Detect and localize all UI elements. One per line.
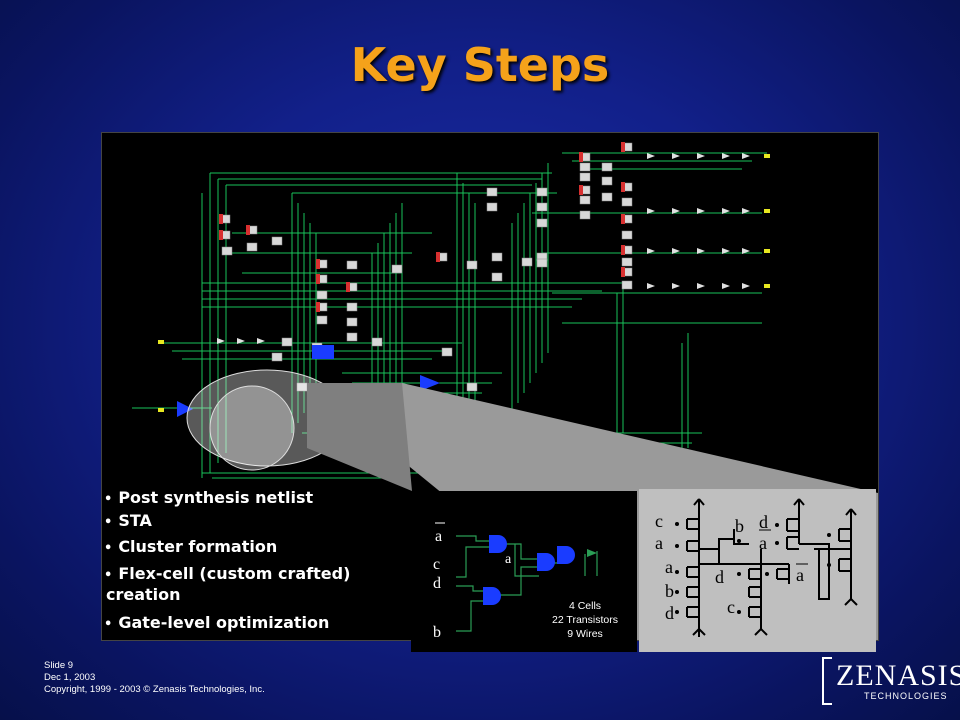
logo-bracket [822,657,832,705]
bullet-cluster-formation: •Cluster formation [104,537,278,556]
gate-level-inset: a c d b a 4 Cells 22 Transistors 9 Wires [411,491,637,652]
trans-label-d-2: d [665,603,674,623]
trans-label-a-bar: a [759,533,767,553]
wire-count: 9 Wires [567,628,603,640]
logo-brand: ZENASIS [836,659,960,692]
bullet-dot: • [104,541,113,556]
cell-count: 4 Cells [568,600,602,612]
copyright: Copyright, 1999 - 2003 © Zenasis Technol… [44,684,265,695]
bullet-dot: • [104,515,113,530]
trans-label-c: c [655,511,663,531]
trans-label-a: a [655,533,663,553]
trans-label-d-3: d [715,567,724,587]
slide-footer: Slide 9 Dec 1, 2003 Copyright, 1999 - 20… [44,660,265,696]
gate-stats: 4 Cells 22 Transistors 9 Wires [541,599,629,641]
bullet-post-synthesis: •Post synthesis netlist [104,488,314,507]
gate-input-d: d [433,575,441,592]
zenasis-logo: ZENASIS TECHNOLOGIES [822,655,960,715]
transistor-diagram: c a b d a a b d d c a [655,498,858,637]
slide-title: Key Steps [350,38,610,92]
transistor-level-inset: c a b d a a b d d c a [639,489,876,652]
logo-tagline: TECHNOLOGIES [864,691,948,701]
trans-label-c-2: c [727,597,735,617]
bullet-dot: • [104,492,113,507]
trans-label-d: d [759,512,768,532]
transistor-count: 22 Transistors [552,614,618,626]
slide-number: Slide 9 [44,660,74,671]
trans-label-b-2: b [665,581,674,601]
gate-diagram: a c d b a [433,522,598,641]
negation-bars [759,529,808,565]
gate-input-c: c [433,556,440,573]
bullet-gate-level-optimization: •Gate-level optimization [104,613,330,632]
gate-input-b: b [433,624,441,641]
bullet-flex-cell-continued: creation [106,585,181,604]
gate-input-a: a [435,528,442,545]
bullet-sta: •STA [104,511,152,530]
slide-date: Dec 1, 2003 [44,672,96,683]
bullet-flex-cell: •Flex-cell (custom crafted) [104,564,351,583]
trans-label-b: b [735,516,744,536]
gate-internal-a: a [505,552,512,567]
bullet-dot: • [104,568,113,583]
trans-label-a-2: a [665,557,673,577]
bullet-dot: • [104,617,113,632]
trans-label-a-bar-2: a [796,565,804,585]
